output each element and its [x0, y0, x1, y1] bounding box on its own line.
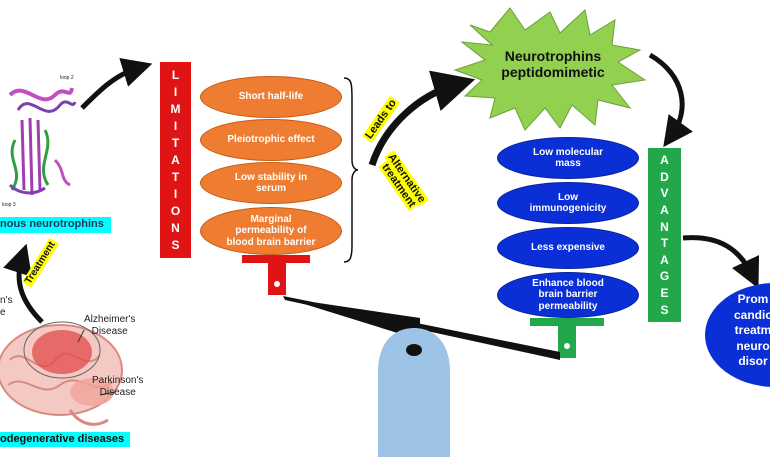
limitations-letter: T: [171, 170, 180, 184]
advantages-letter: A: [660, 203, 669, 218]
arrow-treatment: [3, 243, 44, 324]
limitations-letter: A: [171, 152, 180, 167]
loop-3-label: loop 3: [2, 202, 16, 208]
advantages-letter: V: [660, 186, 669, 201]
arrow-to-advantages: [648, 52, 693, 148]
limitations-bracket: [343, 77, 359, 263]
peptidomimetic-line-1: Neurotrophins: [504, 48, 602, 64]
advantage-item: Low molecular mass: [497, 137, 639, 179]
parkinsons-label: Parkinson's Disease: [92, 375, 144, 398]
alzheimers-label: Alzheimer's Disease: [84, 314, 136, 337]
peptidomimetic-starburst: [453, 7, 647, 131]
outcome-line: candic: [733, 307, 770, 322]
arrow-to-limitations: [80, 58, 153, 110]
green-stand-top: [530, 318, 604, 326]
green-stand-post: [558, 326, 576, 358]
limitations-letter: T: [171, 135, 180, 150]
diseases-highlight: [0, 432, 130, 447]
red-stand-post: [268, 263, 286, 295]
limitation-item: Low stability in serum: [200, 162, 342, 204]
advantages-letter: D: [660, 169, 669, 184]
diseases-label: odegenerative diseases: [0, 433, 125, 445]
advantages-letter: N: [660, 219, 669, 234]
outcome-line: disor: [738, 354, 768, 369]
limitations-letter: I: [173, 187, 178, 202]
advantage-item: Less expensive: [497, 227, 639, 269]
peptidomimetic-title: Neurotrophins peptidomimetic: [478, 48, 628, 80]
partial-disease-label: n's e: [0, 295, 13, 318]
limitations-letter: S: [171, 238, 180, 253]
neurotrophin-structure-icon: [8, 87, 77, 196]
limitations-letter: O: [170, 204, 181, 219]
limitations-letter: M: [170, 101, 181, 116]
advantages-letter: T: [660, 236, 669, 251]
advantage-item: Enhance blood brain barrier permeability: [497, 272, 639, 318]
advantage-item: Low immunogenicity: [497, 182, 639, 224]
limitation-item: Pleiotrophic effect: [200, 119, 342, 161]
arrow-to-peptidomimetic: [368, 70, 476, 167]
limitations-letter: L: [171, 67, 180, 82]
arrow-to-outcome: [682, 235, 760, 289]
red-stand-top: [242, 255, 310, 263]
outcome-line: Prom: [737, 292, 769, 306]
brain-icon: [0, 321, 123, 426]
neurotrophins-label: nous neurotrophins: [0, 218, 104, 230]
outcome-line: neuro: [736, 338, 770, 353]
advantages-letter: E: [660, 286, 669, 301]
limitation-item: Marginal permeability of blood brain bar…: [200, 207, 342, 255]
loop-2-label: loop 2: [60, 75, 74, 81]
neurotrophins-highlight: [0, 217, 111, 233]
peptidomimetic-line-2: peptidomimetic: [501, 64, 605, 81]
advantages-letter: A: [660, 153, 669, 168]
advantages-letter: G: [659, 269, 670, 284]
fulcrum: [378, 328, 450, 457]
advantages-letter: A: [660, 252, 669, 267]
limitations-letter: I: [173, 118, 178, 133]
outcome-circle: [705, 283, 770, 387]
limitation-item: Short half-life: [200, 76, 342, 118]
advantages-letter: S: [660, 302, 669, 317]
limitations-letter: N: [171, 221, 180, 236]
limitations-letter: I: [173, 84, 178, 99]
outcome-line: treatm: [734, 323, 770, 338]
